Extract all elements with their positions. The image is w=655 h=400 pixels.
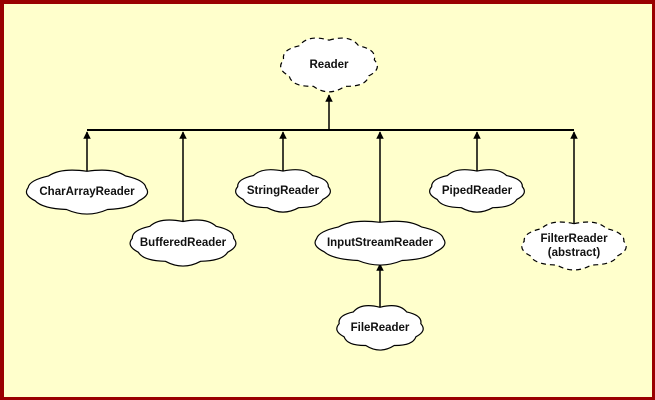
- class-node-reader: Reader: [280, 37, 378, 93]
- cloud-shape: [129, 219, 237, 267]
- class-name-label: Reader: [310, 59, 350, 71]
- class-node-filereader: FileReader: [336, 305, 424, 351]
- class-node-stringreader: StringReader: [235, 169, 331, 213]
- cloud-shape: [235, 169, 331, 213]
- class-node-inputstreamreader: InputStreamReader: [314, 220, 446, 266]
- class-name-label: PipedReader: [442, 185, 513, 197]
- cloud-shape: [336, 305, 424, 351]
- cloud-shape: [280, 37, 378, 93]
- class-name-label: FilterReader: [540, 233, 608, 245]
- class-node-pipedreader: PipedReader: [429, 169, 525, 213]
- class-name-label: StringReader: [247, 185, 320, 197]
- class-node-bufferedreader: BufferedReader: [129, 219, 237, 267]
- cloud-shape: [429, 169, 525, 213]
- class-node-chararrayreader: CharArrayReader: [25, 169, 149, 215]
- class-name-label: FileReader: [351, 322, 410, 334]
- cloud-shape: [314, 220, 446, 266]
- class-name-label: CharArrayReader: [39, 186, 135, 198]
- class-name-label: BufferedReader: [140, 237, 227, 249]
- class-node-filterreader: FilterReader (abstract): [521, 221, 627, 271]
- class-name-label: InputStreamReader: [327, 237, 434, 249]
- cloud-shape: [521, 221, 627, 271]
- cloud-shape: [25, 169, 149, 215]
- class-name-label: (abstract): [548, 247, 601, 259]
